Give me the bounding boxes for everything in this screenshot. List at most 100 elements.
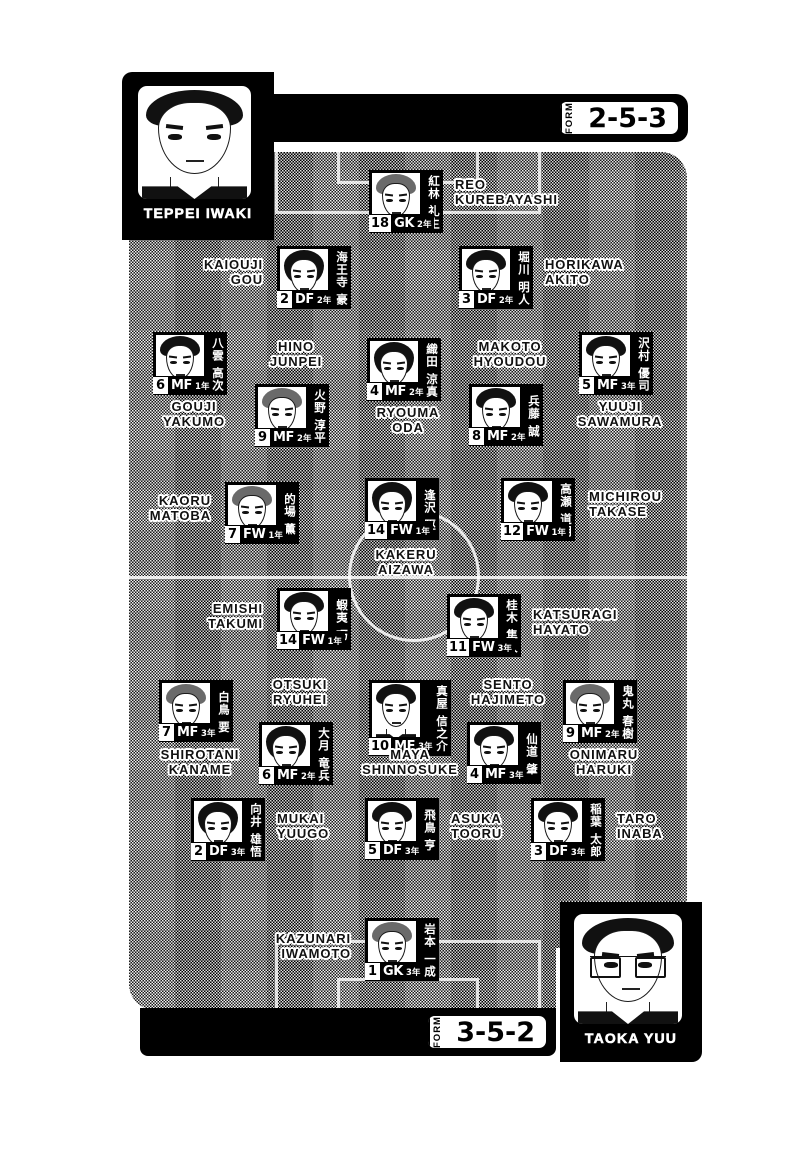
player-year: 1年 bbox=[195, 381, 210, 392]
player-number: 2 bbox=[277, 291, 292, 309]
player-position: MF bbox=[385, 384, 407, 400]
player-name-jp: 仙道 肇 bbox=[525, 732, 538, 776]
player-number: 3 bbox=[531, 843, 546, 861]
coach-portrait-top bbox=[138, 86, 251, 199]
player-name-jp: 海王寺 豪 bbox=[335, 251, 348, 307]
player-name-romaji: HINO JUNPEI bbox=[269, 339, 323, 369]
player-position: MF bbox=[597, 378, 619, 394]
player-name-jp: 白鳥 要 bbox=[217, 690, 230, 734]
player-number: 6 bbox=[259, 767, 274, 785]
player-position: DF bbox=[549, 844, 568, 860]
player-name-romaji: KAZUNARI IWAMOTO bbox=[275, 931, 351, 961]
player-number: 10 bbox=[369, 737, 392, 755]
coach-name-bottom: TAOKA YUU bbox=[584, 1030, 678, 1047]
player-year: 3年 bbox=[497, 643, 512, 654]
player-name-romaji: KAORU MATOBA bbox=[149, 493, 211, 523]
player-position: FW bbox=[302, 633, 325, 648]
player-portrait bbox=[156, 335, 204, 391]
player-name-jp: 兵藤 誠 bbox=[527, 394, 540, 438]
player-name-romaji: KAIOUJI GOU bbox=[203, 257, 263, 287]
coach-panel-top[interactable]: TEPPEI IWAKI bbox=[122, 72, 274, 240]
player-number: 8 bbox=[469, 428, 484, 445]
player-position: GK bbox=[383, 964, 403, 980]
player-name-jp: 真屋 信之介 bbox=[435, 685, 448, 753]
formation-bar-bottom: FORM 3-5-2 bbox=[140, 1008, 556, 1056]
player-year: 3年 bbox=[418, 742, 433, 753]
coach-face-glasses-icon bbox=[574, 914, 682, 1024]
player-position: GK bbox=[394, 216, 415, 232]
player-name-romaji: MICHIROU TAKASE bbox=[589, 489, 662, 519]
formation-value-top: 2-5-3 bbox=[588, 102, 667, 134]
player-name-romaji: OTSUKI RYUHEI bbox=[272, 677, 328, 707]
coach-panel-bottom[interactable]: TAOKA YUU bbox=[560, 902, 702, 1062]
player-year: 3年 bbox=[230, 847, 246, 858]
player-number: 18 bbox=[369, 215, 392, 233]
formation-chip-bottom[interactable]: FORM 3-5-2 bbox=[426, 1014, 548, 1050]
formation-chip-top[interactable]: FORM 2-5-3 bbox=[558, 100, 680, 136]
player-year: 2年 bbox=[409, 387, 424, 398]
player-position: MF bbox=[273, 430, 295, 446]
coach-name-top: TEPPEI IWAKI bbox=[143, 205, 253, 222]
player-position: MF bbox=[581, 726, 603, 742]
player-position: FW bbox=[472, 640, 495, 656]
player-name-jp: 逢沢 駆 bbox=[423, 488, 436, 532]
player-name-romaji: SHIROTANI KANAME bbox=[160, 747, 240, 777]
player-number: 12 bbox=[501, 523, 524, 541]
player-number: 3 bbox=[459, 291, 474, 309]
player-year: 2年 bbox=[417, 219, 432, 230]
player-position: FW bbox=[526, 524, 549, 540]
